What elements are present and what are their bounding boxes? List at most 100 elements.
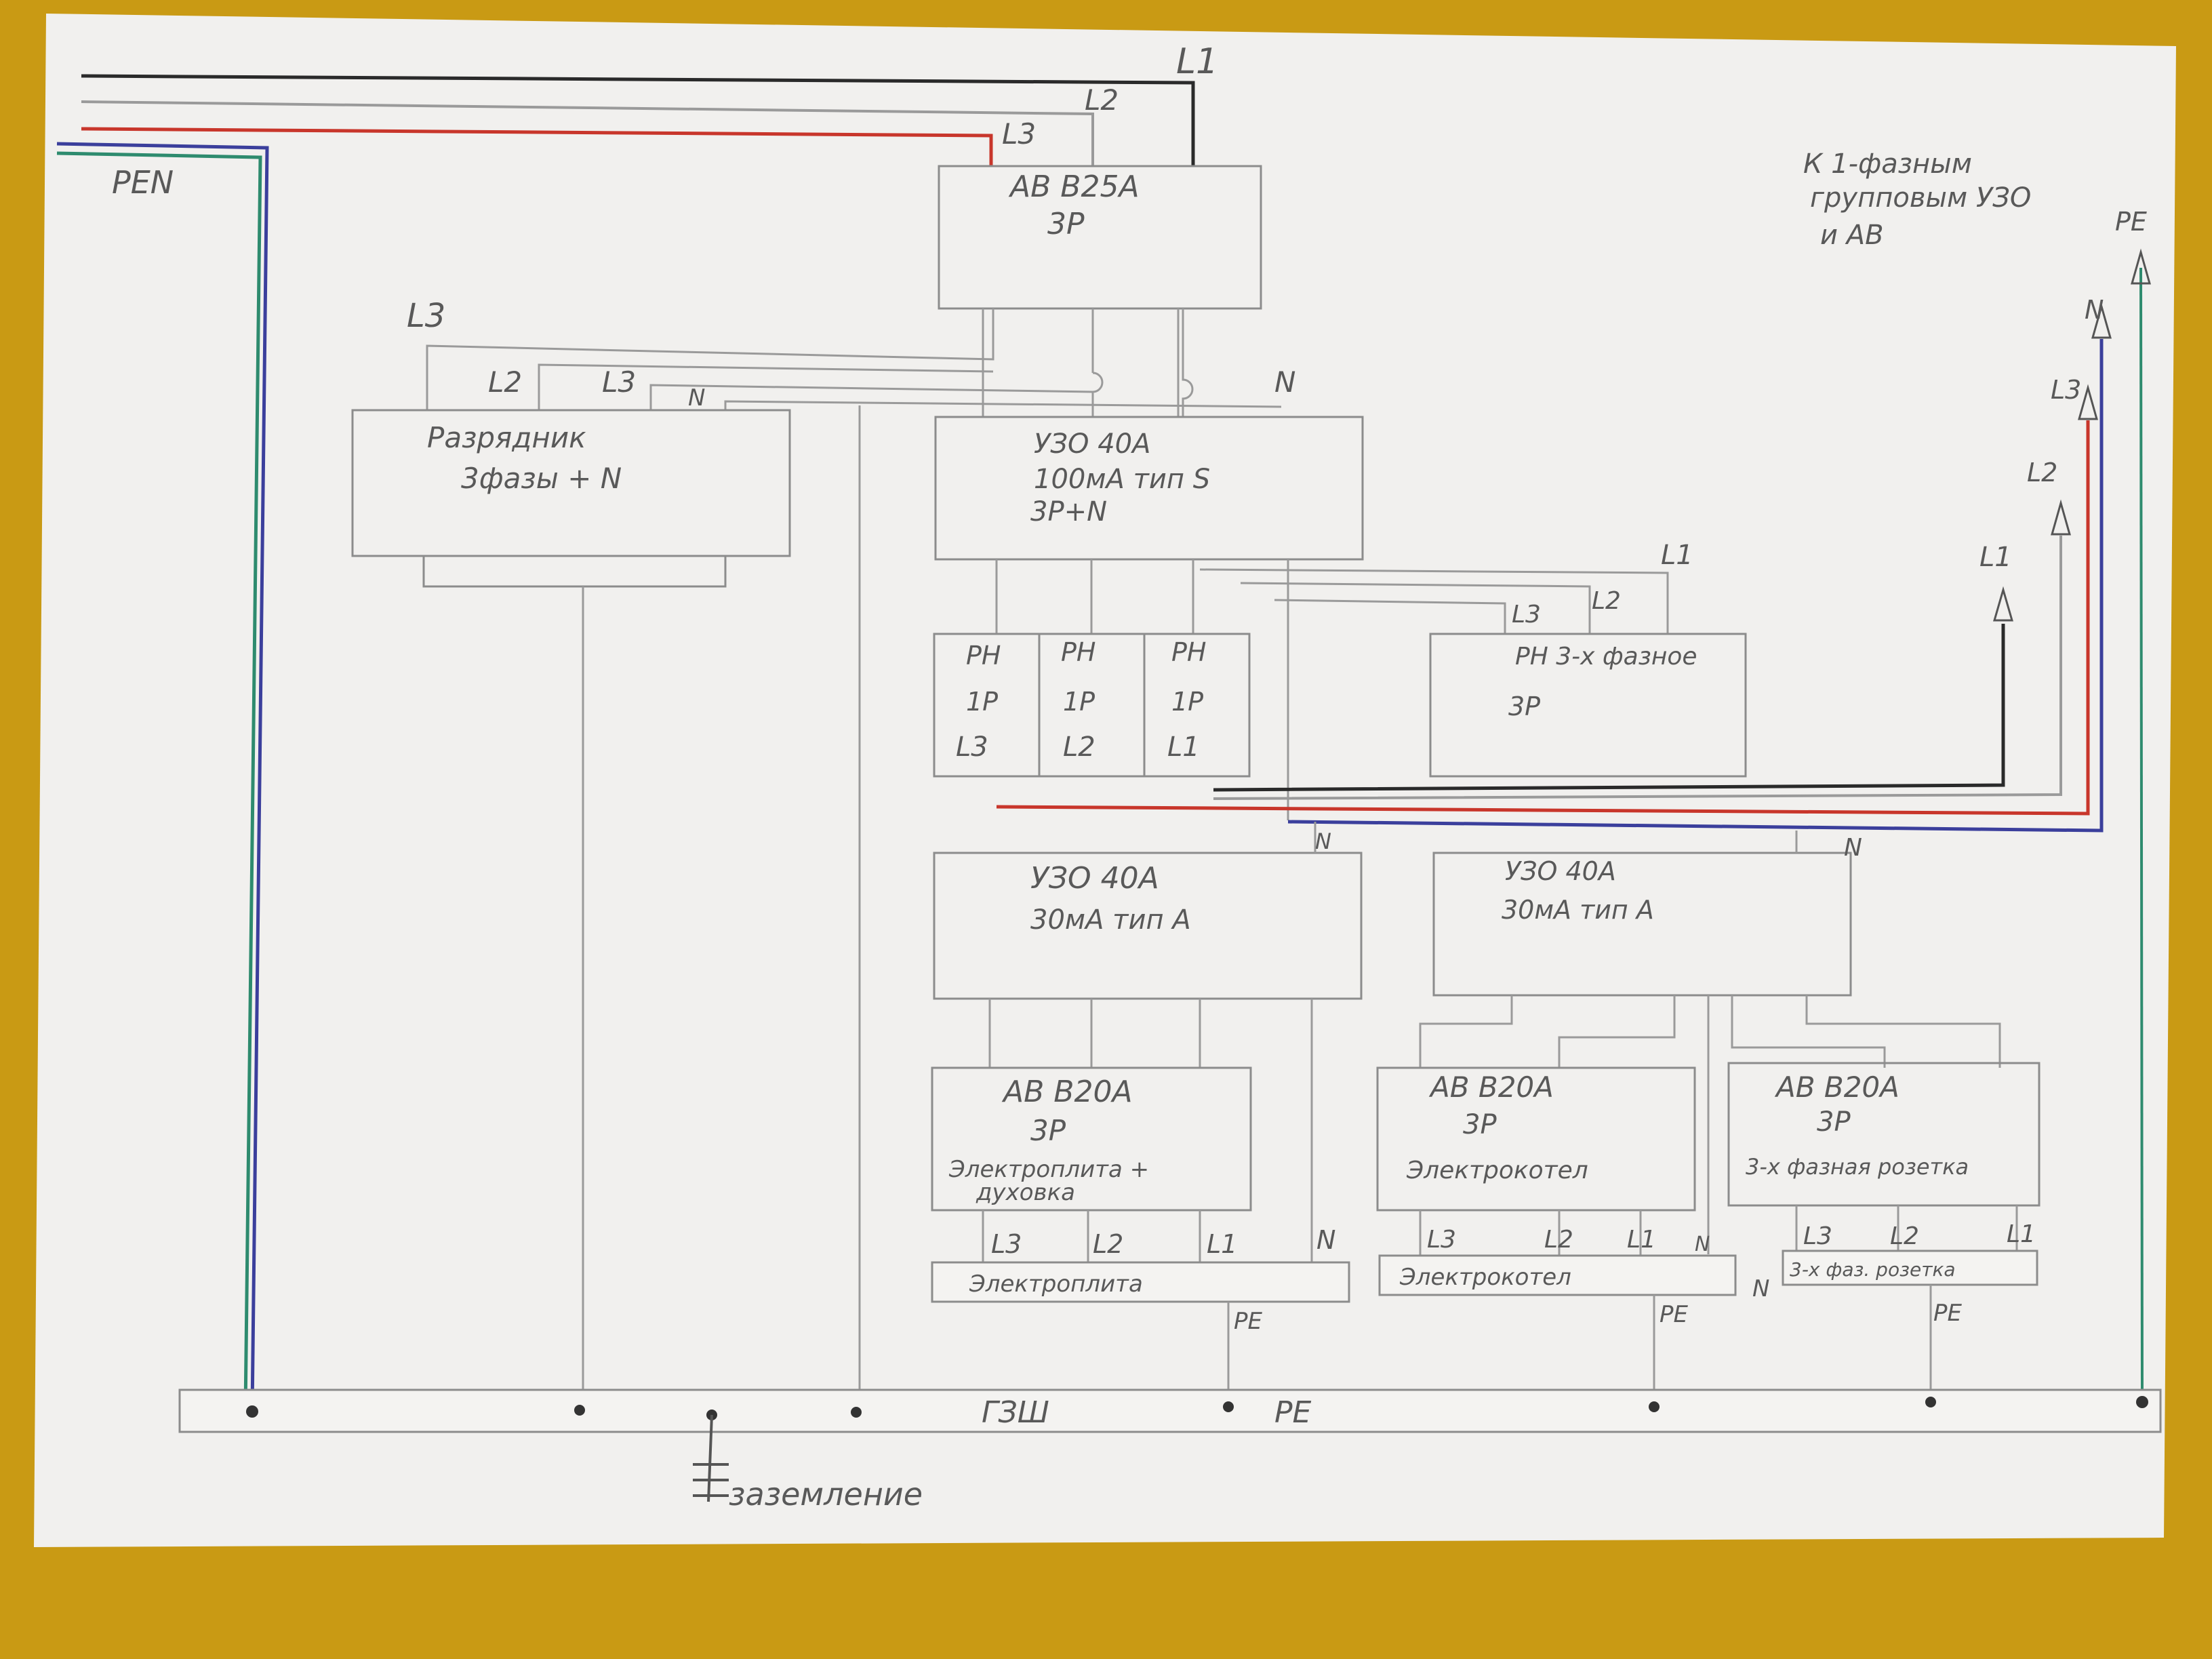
relay-l1-line2: 1Р (1171, 687, 1203, 717)
wire-l1-incoming (81, 74, 1195, 166)
arrow-l3 (2078, 384, 2098, 420)
pe-label-stove: PE (1234, 1308, 1263, 1335)
bar-point-boiler (1649, 1401, 1660, 1412)
stove-l2-label: L2 (1093, 1229, 1123, 1259)
bar-point-pe-out (2136, 1396, 2148, 1408)
paper-sheet (34, 14, 2176, 1547)
earthing-bar-label: ГЗШ (982, 1395, 1049, 1430)
rcd-left-line1: УЗО 40А (1030, 861, 1159, 896)
voltage-relays-1p (933, 633, 1251, 778)
arrow-n (2091, 302, 2112, 339)
voltage-relay-l1 (1143, 633, 1251, 778)
label-l3-surge2: L3 (602, 365, 636, 399)
socket-n-label: N (1752, 1275, 1769, 1302)
stove-l1-label: L1 (1207, 1229, 1237, 1259)
rcd-main-line3: 3Р+N (1030, 496, 1107, 527)
label-l3-relay3p: L3 (1512, 601, 1541, 628)
note-line3: и АВ (1820, 220, 1884, 251)
wire-n-out (1287, 339, 2104, 833)
wire-rcd-right-out-4 (1731, 995, 1886, 1068)
note-line2: групповым УЗО (1810, 182, 2031, 214)
wire-main-out-1 (426, 308, 994, 410)
boiler-l1-label: L1 (1627, 1226, 1656, 1254)
arrow-l1 (1993, 586, 2013, 622)
earthing-bar-pe: PE (1274, 1395, 1312, 1430)
label-pe-out: PE (2115, 207, 2147, 237)
relay-l3-line2: 1Р (966, 687, 998, 717)
wire-pen-green (56, 151, 262, 1411)
wire-l2-out (1213, 536, 2062, 800)
wire-rcd-out-l1 (1199, 568, 1669, 634)
rcd-main-line1: УЗО 40А (1034, 428, 1150, 460)
label-n-surge: N (688, 384, 705, 412)
relay-l1-line3: L1 (1167, 732, 1200, 763)
breaker-outputs (982, 1205, 2018, 1266)
earthing-bar-points (246, 1396, 2148, 1420)
breaker-boiler-line2: 3Р (1463, 1109, 1497, 1140)
pe-label-socket: PE (1933, 1300, 1963, 1327)
surge-arrester-terminals (422, 555, 727, 588)
outgoing-arrows (1993, 248, 2151, 622)
wire-tap-n (724, 400, 1282, 410)
rcd-outputs (988, 995, 2001, 1262)
bar-point-socket (1925, 1397, 1936, 1407)
load-socket (1782, 1250, 2038, 1286)
breaker-boiler-line1: АВ В20А (1428, 1071, 1554, 1104)
relay-l3-line3: L3 (956, 732, 988, 763)
surge-arrester-line2: 3фазы + N (461, 462, 622, 495)
label-l1-top: L1 (1176, 41, 1218, 82)
wire-pe-out (2139, 267, 2144, 1404)
voltage-relay-3p (1429, 633, 1747, 778)
breaker-socket-line3: 3-х фазная розетка (1746, 1154, 1969, 1180)
boiler-n-label: N (1695, 1233, 1710, 1256)
surge-arrester-line1: Разрядник (427, 421, 586, 454)
label-n-rcd-left: N (1315, 828, 1331, 854)
rcd-right-line1: УЗО 40А (1505, 856, 1616, 886)
supply-lines (56, 74, 1195, 1412)
breaker-socket-line1: АВ В20А (1774, 1071, 1899, 1104)
ground-label: заземление (729, 1476, 923, 1513)
relay-l1-line1: РН (1171, 637, 1207, 667)
label-l2-surge: L2 (488, 365, 522, 399)
breaker-stove-line2: 3Р (1030, 1114, 1066, 1147)
main-breaker (938, 165, 1262, 310)
rcd-right (1432, 852, 1852, 997)
relay-l2-line3: L2 (1063, 732, 1095, 763)
main-earthing-bar (178, 1388, 2162, 1433)
label-l1-out: L1 (1979, 542, 2012, 573)
load-boiler (1378, 1254, 1737, 1296)
breaker-stove (931, 1066, 1252, 1212)
breaker-socket (1727, 1062, 2040, 1207)
pe-label-boiler: PE (1660, 1301, 1689, 1328)
boiler-l3-label: L3 (1427, 1226, 1456, 1254)
breaker-stove-line4: духовка (976, 1179, 1075, 1206)
load-socket-label: 3-х фаз. розетка (1790, 1258, 1956, 1281)
label-n-rcd-main: N (1274, 365, 1295, 399)
relay-l2-line2: 1Р (1063, 687, 1095, 717)
relay-l2-line1: РН (1061, 637, 1096, 667)
breaker-boiler-line3: Электрокотел (1406, 1157, 1588, 1184)
label-n-rcd-right: N (1844, 834, 1862, 862)
label-pen: PEN (112, 164, 174, 201)
stove-n-label: N (1316, 1225, 1335, 1255)
rcd-main-line2: 100мА тип S (1034, 464, 1210, 495)
breaker-stove-line3: Электроплита + (948, 1156, 1149, 1183)
arrow-pe (2131, 248, 2151, 285)
rcd-left-line2: 30мА тип А (1030, 904, 1191, 936)
wire-rcd-right-out-3 (1805, 995, 2001, 1068)
bar-point-stove (1223, 1401, 1234, 1412)
wire-rcd-right-out-2 (1558, 995, 1676, 1068)
wire-l3-incoming (81, 127, 993, 166)
label-l3-surge: L3 (407, 297, 445, 335)
text-labels: PEN L1 L2 L3 АВ В25А 3Р L3 L2 L3 N Разря… (112, 41, 2147, 1513)
distribution-wires (996, 267, 2144, 1404)
main-breaker-outputs (426, 308, 1282, 1410)
bar-point-surge (574, 1405, 585, 1416)
wire-tap-l3 (649, 384, 1093, 410)
rcd-main-outputs (995, 559, 1669, 820)
ground-symbol (693, 1414, 729, 1502)
wire-l3-out (996, 420, 2090, 816)
socket-l2-label: L2 (1890, 1222, 1919, 1250)
relay-3p-line2: 3Р (1508, 692, 1540, 721)
